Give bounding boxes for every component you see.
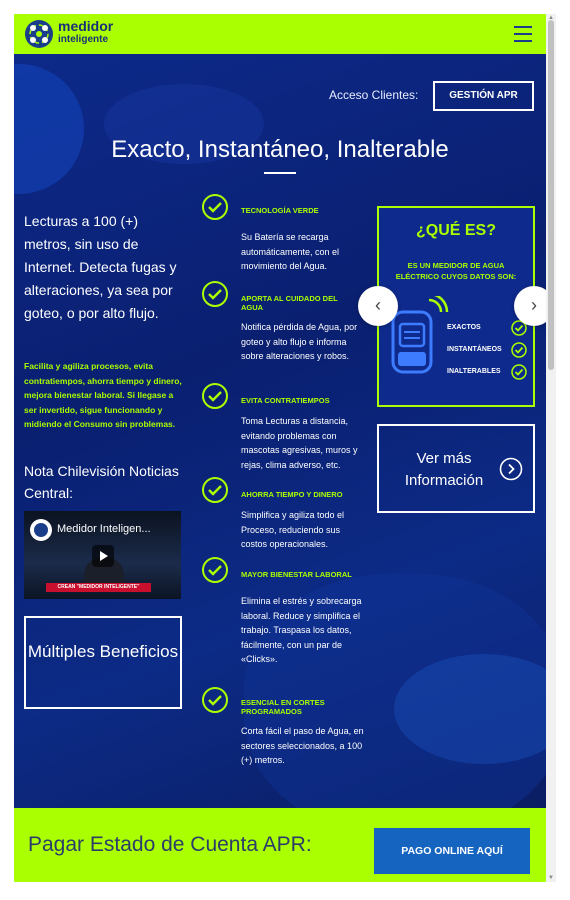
footer-text: Pagar Estado de Cuenta APR: xyxy=(28,833,312,856)
scrollbar-thumb[interactable] xyxy=(548,20,554,370)
que-es-item-label: INSTANTÁNEOS xyxy=(447,346,502,353)
multiples-beneficios-button[interactable]: Múltiples Beneficios xyxy=(24,616,182,709)
pago-online-button[interactable]: PAGO ONLINE AQUÍ xyxy=(374,828,530,874)
lead-text: Lecturas a 100 (+) metros, sin uso de In… xyxy=(24,213,177,321)
medidor-logo-icon[interactable] xyxy=(23,18,55,50)
scroll-down-arrow-icon[interactable]: ▼ xyxy=(548,875,554,881)
check-circle-icon xyxy=(202,477,228,503)
hamburger-menu-icon[interactable] xyxy=(514,26,532,42)
gestion-apr-button[interactable]: GESTIÓN APR xyxy=(433,81,534,111)
que-es-item: INSTANTÁNEOS xyxy=(447,342,533,364)
check-circle-icon xyxy=(511,320,527,336)
que-es-item-label: EXACTOS xyxy=(447,324,481,331)
que-es-item-label: INALTERABLES xyxy=(447,368,501,375)
carousel-next-button[interactable]: › xyxy=(514,286,546,326)
feature-desc: Corta fácil el paso de Agua, en sectores… xyxy=(241,726,364,765)
hero-section: Acceso Clientes: GESTIÓN APR Exacto, Ins… xyxy=(14,54,546,808)
check-circle-icon xyxy=(202,557,228,583)
title-divider xyxy=(264,172,296,174)
decorative-blob xyxy=(244,574,546,808)
logo-line-2: inteligente xyxy=(58,34,109,45)
channel-logo-icon xyxy=(30,519,52,541)
page-scrollbar[interactable]: ▲ ▼ xyxy=(546,14,556,882)
feature-title: MAYOR BIENESTAR LABORAL xyxy=(241,570,352,579)
que-es-card[interactable]: ¿QUÉ ES? ES UN MEDIDOR DE AGUA ELÉCTRICO… xyxy=(377,206,535,407)
logo-line-1: medidor xyxy=(58,18,114,34)
hero-title: Exacto, Instantáneo, Inalterable xyxy=(111,136,449,163)
payment-footer: Pagar Estado de Cuenta APR: PAGO ONLINE … xyxy=(14,808,546,882)
feature-title: AHORRA TIEMPO Y DINERO xyxy=(241,490,343,499)
access-label: Acceso Clientes: xyxy=(329,88,419,102)
nota-heading: Nota Chilevisión Noticias Central: xyxy=(24,463,179,501)
video-title: Medidor Inteligen... xyxy=(57,523,151,535)
site-header: medidor inteligente xyxy=(14,14,546,54)
ver-mas-button[interactable]: Ver más Información xyxy=(377,424,535,513)
feature-desc: Toma Lecturas a distancia, evitando prob… xyxy=(241,416,358,470)
check-circle-icon xyxy=(202,383,228,409)
water-meter-icon xyxy=(391,296,449,374)
que-es-item: EXACTOS xyxy=(447,320,533,342)
feature-desc: Simplifica y agiliza todo el Proceso, re… xyxy=(241,510,345,549)
check-circle-icon xyxy=(202,281,228,307)
que-es-title: ¿QUÉ ES? xyxy=(415,222,496,239)
video-caption: CREAN "MEDIDOR INTELIGENTE" xyxy=(46,583,151,592)
ver-mas-label: Ver más Información xyxy=(404,450,484,489)
check-circle-icon xyxy=(511,364,527,380)
chevron-right-circle-icon xyxy=(499,457,523,481)
scroll-up-arrow-icon[interactable]: ▲ xyxy=(548,15,554,21)
decorative-blob xyxy=(104,84,264,164)
decorative-blob xyxy=(14,64,84,194)
que-es-list: EXACTOS INSTANTÁNEOS INALTERABLES xyxy=(447,320,533,386)
feature-title: ESENCIAL EN CORTES PROGRAMADOS xyxy=(241,698,325,716)
check-circle-icon xyxy=(202,687,228,713)
carousel-prev-button[interactable]: ‹ xyxy=(358,286,398,326)
que-es-item: INALTERABLES xyxy=(447,364,533,386)
feature-title: TECNOLOGÍA VERDE xyxy=(241,206,319,215)
check-circle-icon xyxy=(202,194,228,220)
lead-green-text: Facilita y agiliza procesos, evita contr… xyxy=(24,361,182,429)
feature-title: EVITA CONTRATIEMPOS xyxy=(241,396,330,405)
check-circle-icon xyxy=(511,342,527,358)
page-frame: medidor inteligente Acceso Clientes: GES… xyxy=(14,14,546,882)
feature-desc: Notifica pérdida de Agua, por goteo y al… xyxy=(241,322,358,361)
video-thumbnail[interactable]: Medidor Inteligen... CREAN "MEDIDOR INTE… xyxy=(24,511,181,599)
play-icon[interactable] xyxy=(92,545,114,567)
que-es-subtitle: ES UN MEDIDOR DE AGUA ELÉCTRICO CUYOS DA… xyxy=(395,261,517,281)
feature-title: APORTA AL CUIDADO DEL AGUA xyxy=(241,294,338,312)
feature-desc: Su Batería se recarga automáticamente, c… xyxy=(241,232,340,271)
feature-desc: Elimina el estrés y sobrecarga laboral. … xyxy=(241,596,362,664)
decorative-blob xyxy=(394,654,546,764)
logo-text[interactable]: medidor inteligente xyxy=(58,18,114,46)
